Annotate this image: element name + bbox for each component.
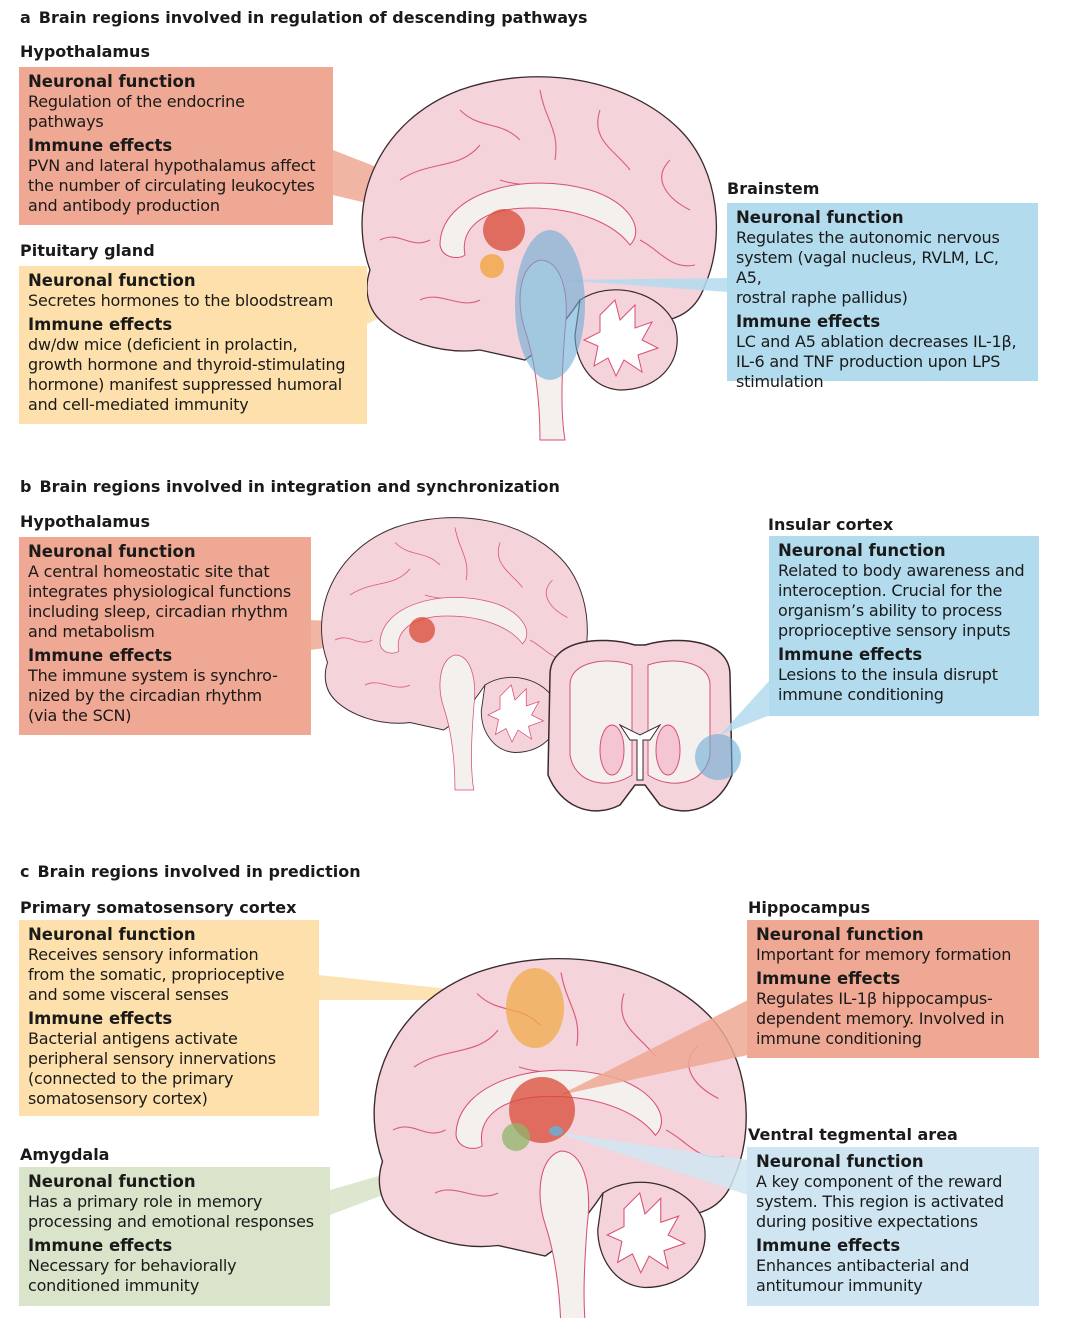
immune-effects-text: PVN and lateral hypothalamus affect the … [28,156,316,215]
neuronal-function-text: Regulates the autonomic nervous system (… [736,228,1000,307]
hypothalamus-b-highlight [409,617,435,643]
panel-heading: Brain regions involved in integration an… [39,477,560,496]
panel-a-artwork [333,76,728,441]
neuronal-function-text: Regulation of the endocrine pathways [28,92,245,131]
immune-effects-text: Regulates IL-1β hippocampus- dependent m… [756,989,1005,1048]
panel-letter: a [20,8,31,27]
pituitary-highlight [480,254,504,278]
hypothalamus-a-infobox: Neuronal function Regulation of the endo… [19,67,333,225]
neuronal-function-text: A central homeostatic site that integrat… [28,562,291,641]
vta-highlight [549,1126,563,1136]
immune-effects-heading: Immune effects [736,312,881,331]
neuronal-function-text: Related to body awareness and interocept… [778,561,1025,640]
panel-a-title: a Brain regions involved in regulation of… [20,8,588,27]
immune-effects-text: Necessary for behaviorally conditioned i… [28,1256,237,1295]
hypothalamus-b-infobox: Neuronal function A central homeostatic … [19,537,311,735]
panel-c-title: c Brain regions involved in prediction [20,862,361,881]
hippocampus-callout-wedge [560,1000,748,1095]
amygdala-infobox: Neuronal function Has a primary role in … [19,1167,330,1306]
region-title-pituitary: Pituitary gland [20,241,155,260]
neuronal-function-heading: Neuronal function [756,925,924,944]
panel-c-artwork [319,957,748,1318]
insula-callout-wedge [720,680,770,735]
neuronal-function-heading: Neuronal function [28,542,196,561]
region-title-amygdala: Amygdala [20,1145,110,1164]
pituitary-infobox: Neuronal function Secretes hormones to t… [19,266,367,424]
brain-sagittal-b [321,517,588,791]
immune-effects-heading: Immune effects [756,969,901,988]
neuronal-function-text: A key component of the reward system. Th… [756,1172,1004,1231]
insula-highlight [695,734,741,780]
brainstem-callout-wedge [560,278,728,292]
vta-callout-wedge [555,1132,748,1195]
brain-coronal [547,639,733,812]
region-title-somatosensory: Primary somatosensory cortex [20,898,297,917]
neuronal-function-text: Important for memory formation [756,945,1012,964]
amygdala-highlight [502,1123,530,1151]
immune-effects-text: Enhances antibacterial and antitumour im… [756,1256,970,1295]
immune-effects-text: Lesions to the insula disrupt immune con… [778,665,998,704]
neuronal-function-text: Secretes hormones to the bloodstream [28,291,334,310]
hypothalamus-highlight [483,209,525,251]
brainstem-infobox: Neuronal function Regulates the autonomi… [727,203,1038,391]
panel-b-title: b Brain regions involved in integration a… [20,477,560,496]
immune-effects-heading: Immune effects [756,1236,901,1255]
immune-effects-heading: Immune effects [28,136,173,155]
vta-infobox: Neuronal function A key component of the… [747,1147,1039,1306]
immune-effects-text: The immune system is synchro- nized by t… [28,666,278,725]
immune-effects-heading: Immune effects [28,315,173,334]
neuronal-function-heading: Neuronal function [28,72,196,91]
immune-effects-heading: Immune effects [28,646,173,665]
immune-effects-heading: Immune effects [778,645,923,664]
panel-letter: b [20,477,32,496]
neuronal-function-heading: Neuronal function [736,208,904,227]
neuronal-function-text: Has a primary role in memory processing … [28,1192,314,1231]
panel-heading: Brain regions involved in prediction [37,862,361,881]
neuronal-function-heading: Neuronal function [28,271,196,290]
immune-effects-heading: Immune effects [28,1009,173,1028]
region-title-vta: Ventral tegmental area [748,1125,958,1144]
neuronal-function-heading: Neuronal function [28,925,196,944]
immune-effects-text: LC and A5 ablation decreases IL-1β, IL-6… [736,332,1017,391]
neuronal-function-heading: Neuronal function [28,1172,196,1191]
region-title-brainstem: Brainstem [727,179,820,198]
immune-effects-text: dw/dw mice (deficient in prolactin, grow… [28,335,346,414]
immune-effects-text: Bacterial antigens activate peripheral s… [28,1029,276,1108]
neuronal-function-heading: Neuronal function [756,1152,924,1171]
region-title-hypothalamus-b: Hypothalamus [20,512,150,531]
hippocampus-infobox: Neuronal function Important for memory f… [747,920,1039,1058]
immune-effects-heading: Immune effects [28,1236,173,1255]
somatosensory-infobox: Neuronal function Receives sensory infor… [19,920,319,1116]
somatosensory-highlight [506,968,564,1048]
region-title-insular-cortex: Insular cortex [768,515,894,534]
neuronal-function-heading: Neuronal function [778,541,946,560]
insular-cortex-infobox: Neuronal function Related to body awaren… [769,536,1039,716]
region-title-hypothalamus-a: Hypothalamus [20,42,150,61]
brainstem-highlight [515,230,585,380]
panel-heading: Brain regions involved in regulation of … [38,8,588,27]
panel-letter: c [20,862,30,881]
neuronal-function-text: Receives sensory information from the so… [28,945,285,1004]
region-title-hippocampus: Hippocampus [748,898,871,917]
panel-b-artwork [310,517,770,812]
